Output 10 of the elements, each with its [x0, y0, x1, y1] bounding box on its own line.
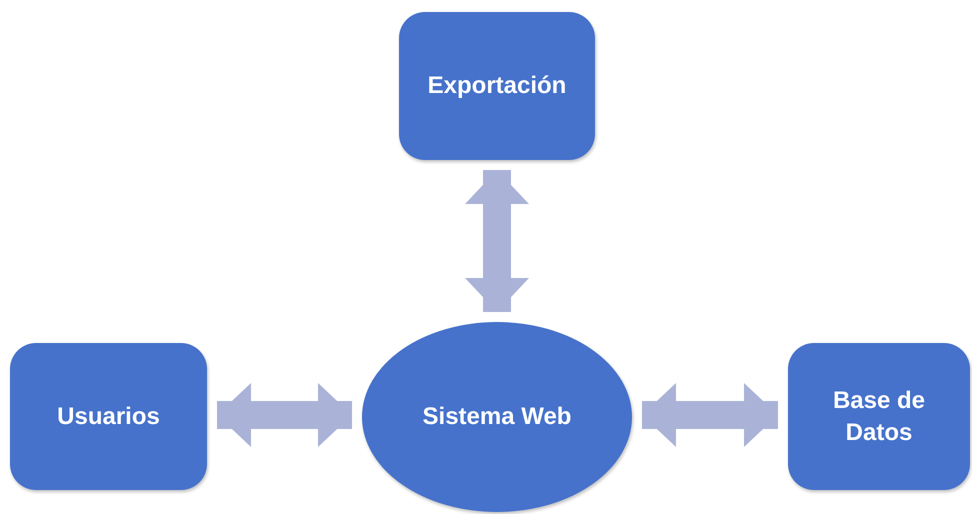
- node-label: Usuarios: [56, 402, 161, 432]
- process-box: [788, 343, 970, 490]
- process-box: [10, 343, 207, 490]
- node-label: Exportación: [426, 71, 568, 102]
- double-arrow: [465, 170, 529, 312]
- double-arrow: [642, 383, 778, 447]
- node-label: Sistema Web: [422, 402, 572, 432]
- process-box: [399, 12, 595, 160]
- node-label: Base de Datos: [832, 386, 926, 448]
- double-arrow: [217, 383, 352, 447]
